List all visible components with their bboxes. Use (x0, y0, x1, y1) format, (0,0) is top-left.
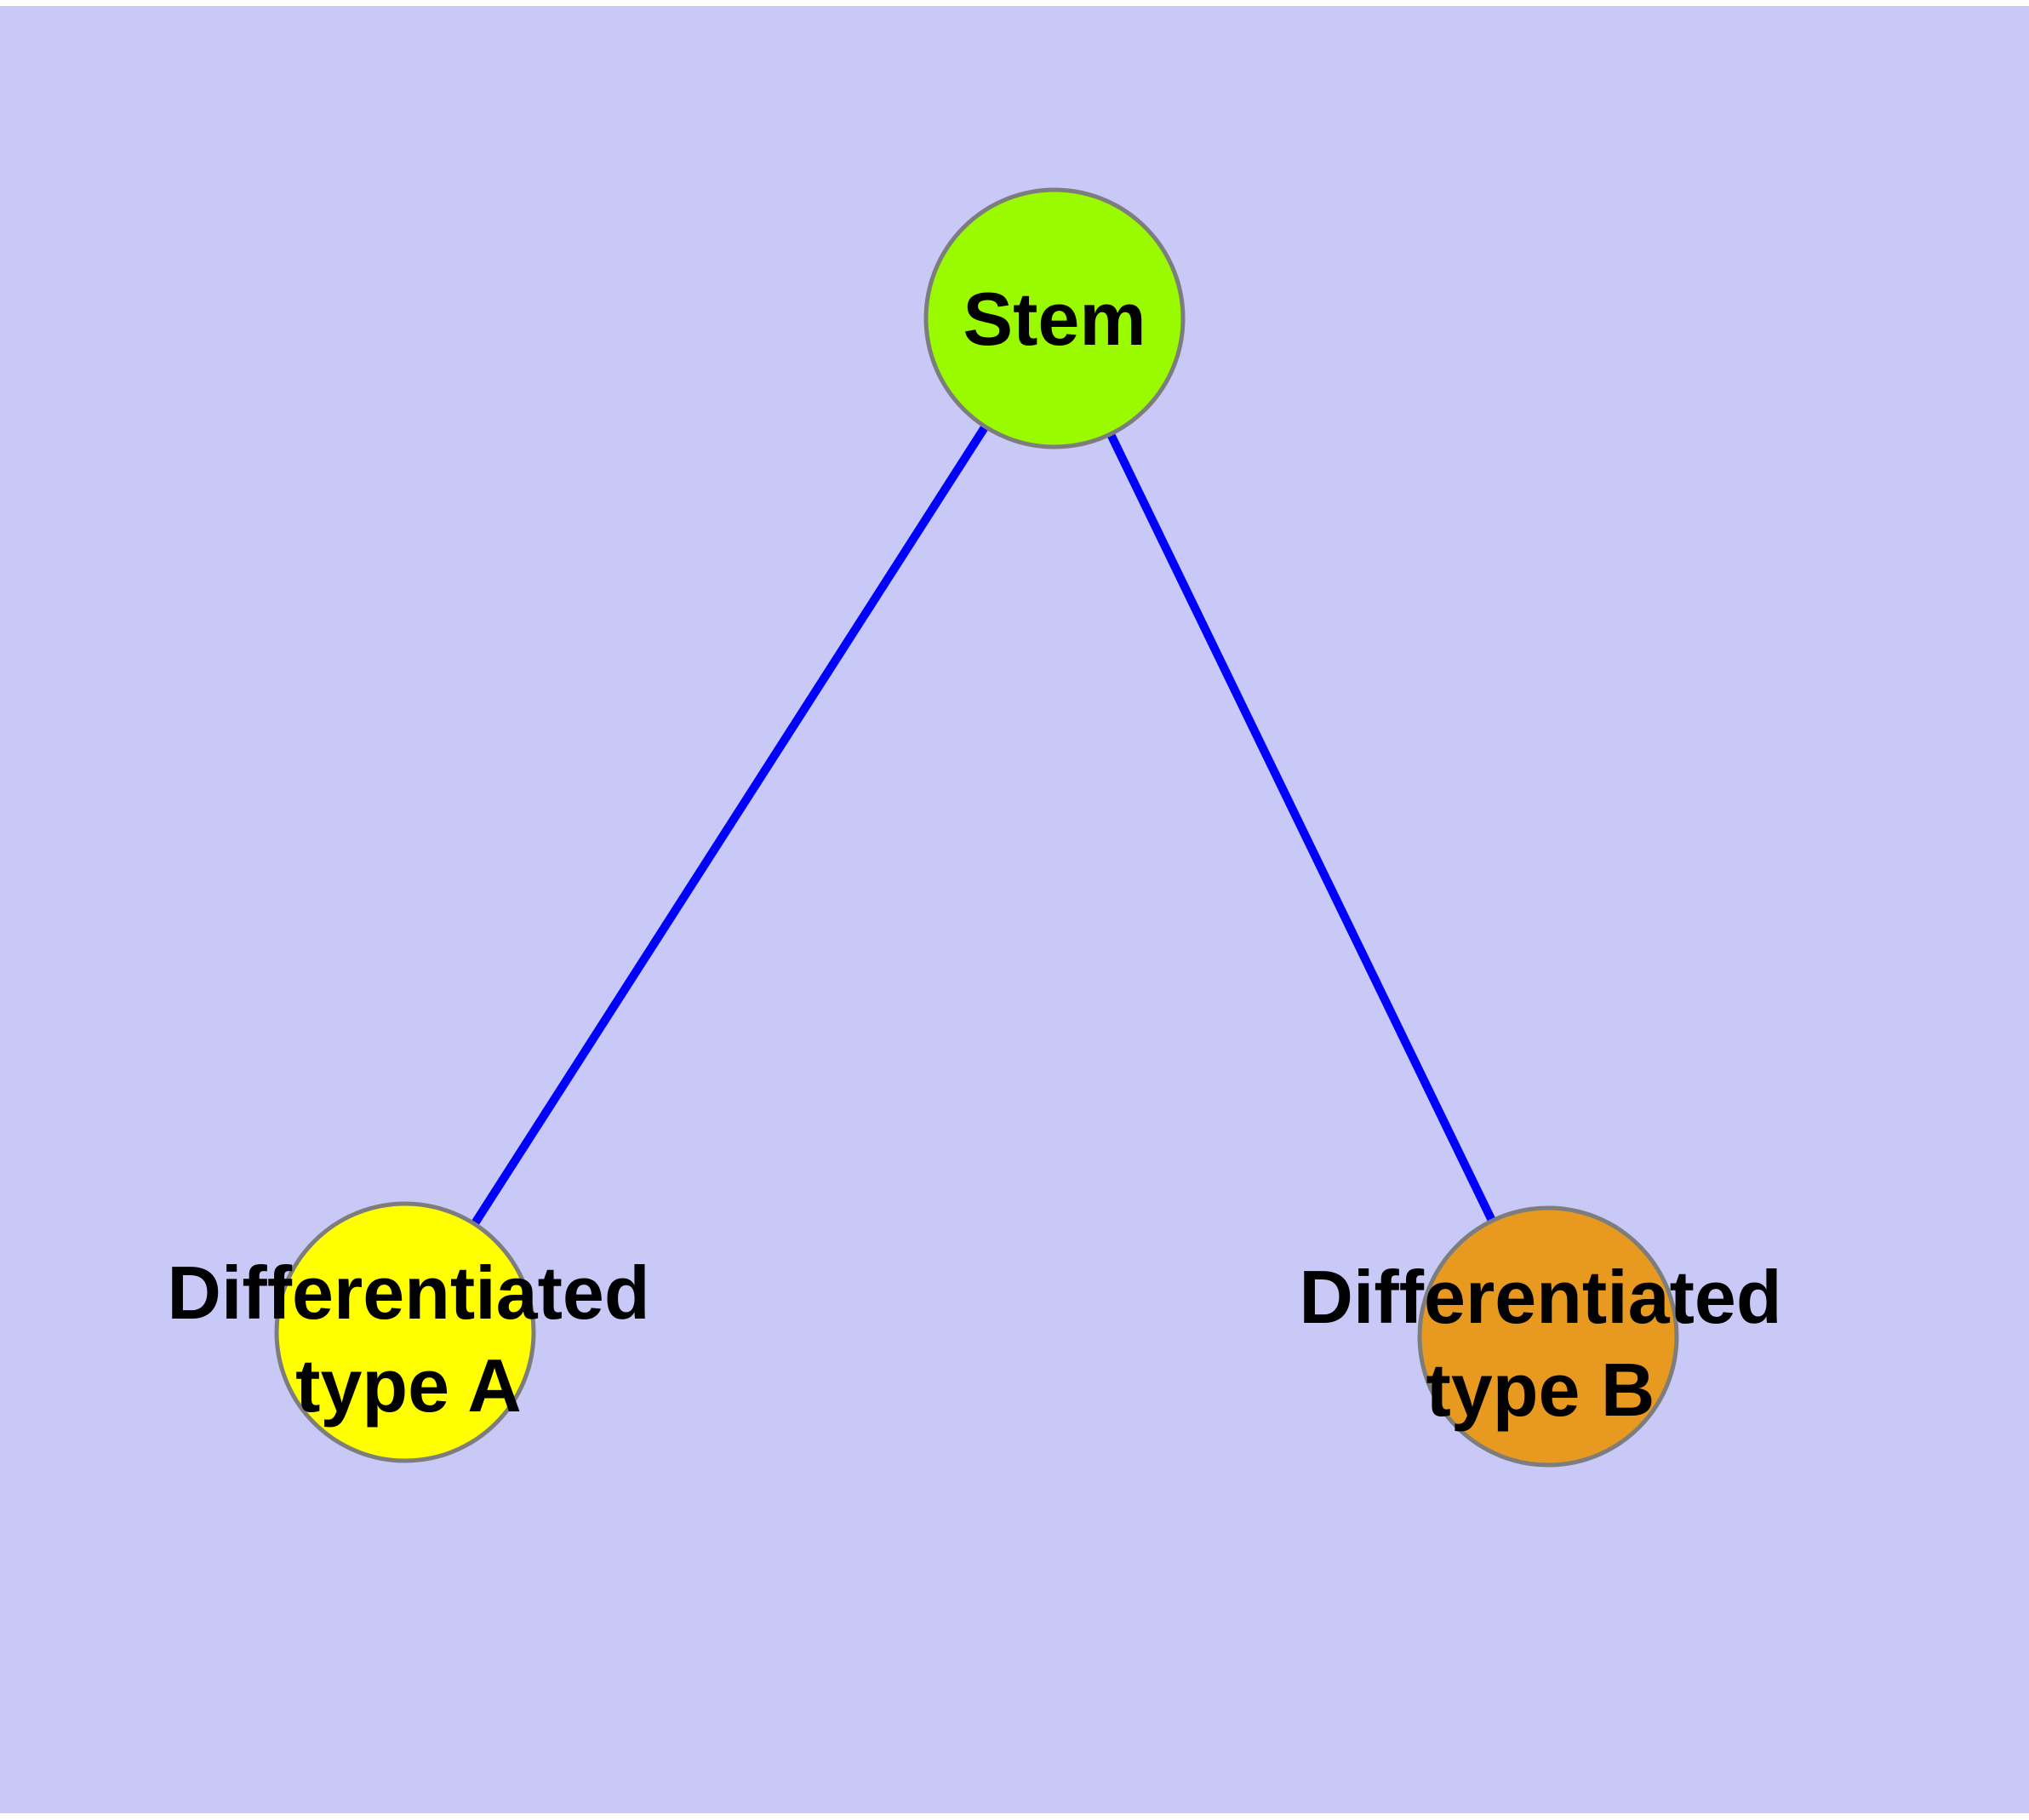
edge-stem-to-type-a (401, 316, 1059, 1335)
node-stem: Stem (923, 187, 1186, 449)
node-type-b-circle (1417, 1205, 1679, 1468)
node-type-a-circle (274, 1201, 536, 1463)
node-type-b-label-line1: Differentiated (1299, 1255, 1781, 1339)
node-type-a-label-line2: type A (295, 1343, 522, 1428)
node-differentiated-type-a: Differentiated type A (167, 1201, 650, 1463)
node-type-b-label-line2: type B (1426, 1348, 1655, 1432)
edge-stem-to-type-b (1050, 316, 1552, 1339)
node-differentiated-type-b: Differentiated type B (1299, 1205, 1782, 1468)
node-type-a-label-line1: Differentiated (167, 1251, 649, 1335)
node-stem-label: Stem (963, 277, 1146, 361)
node-stem-circle (923, 187, 1186, 449)
